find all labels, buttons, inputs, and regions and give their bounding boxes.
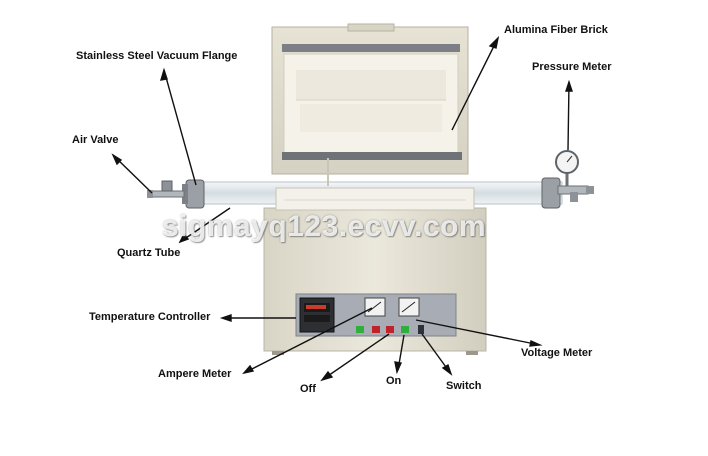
air-valve xyxy=(147,180,185,198)
furnace-lid xyxy=(271,23,469,186)
label-ampere-meter: Ampere Meter xyxy=(158,368,232,380)
label-air-valve: Air Valve xyxy=(72,134,119,146)
ampere-meter xyxy=(364,297,386,317)
label-stainless-steel-vacuum-flange: Stainless Steel Vacuum Flange xyxy=(76,50,238,62)
label-temperature-controller: Temperature Controller xyxy=(89,311,211,323)
label-on: On xyxy=(386,375,402,387)
label-quartz-tube: Quartz Tube xyxy=(117,247,181,259)
leader-lines xyxy=(111,35,573,382)
label-switch: Switch xyxy=(446,380,482,392)
watermark-text: sigmayq123.ecvv.com xyxy=(162,210,487,243)
temperature-controller xyxy=(299,297,335,333)
label-alumina-fiber-brick: Alumina Fiber Brick xyxy=(504,24,608,36)
alumina-fiber-brick xyxy=(283,53,459,155)
control-panel xyxy=(295,293,457,337)
red-button-1 xyxy=(372,326,380,333)
label-off: Off xyxy=(300,383,316,395)
label-pressure-meter: Pressure Meter xyxy=(532,61,612,73)
power-switch xyxy=(418,325,424,334)
left-vacuum-flange xyxy=(182,179,205,209)
pressure-meter xyxy=(555,150,579,186)
green-button-left xyxy=(356,326,364,333)
label-voltage-meter: Voltage Meter xyxy=(521,347,593,359)
off-button xyxy=(386,326,394,333)
right-vacuum-flange xyxy=(541,177,594,209)
voltage-meter xyxy=(398,297,420,317)
on-button xyxy=(401,326,409,333)
